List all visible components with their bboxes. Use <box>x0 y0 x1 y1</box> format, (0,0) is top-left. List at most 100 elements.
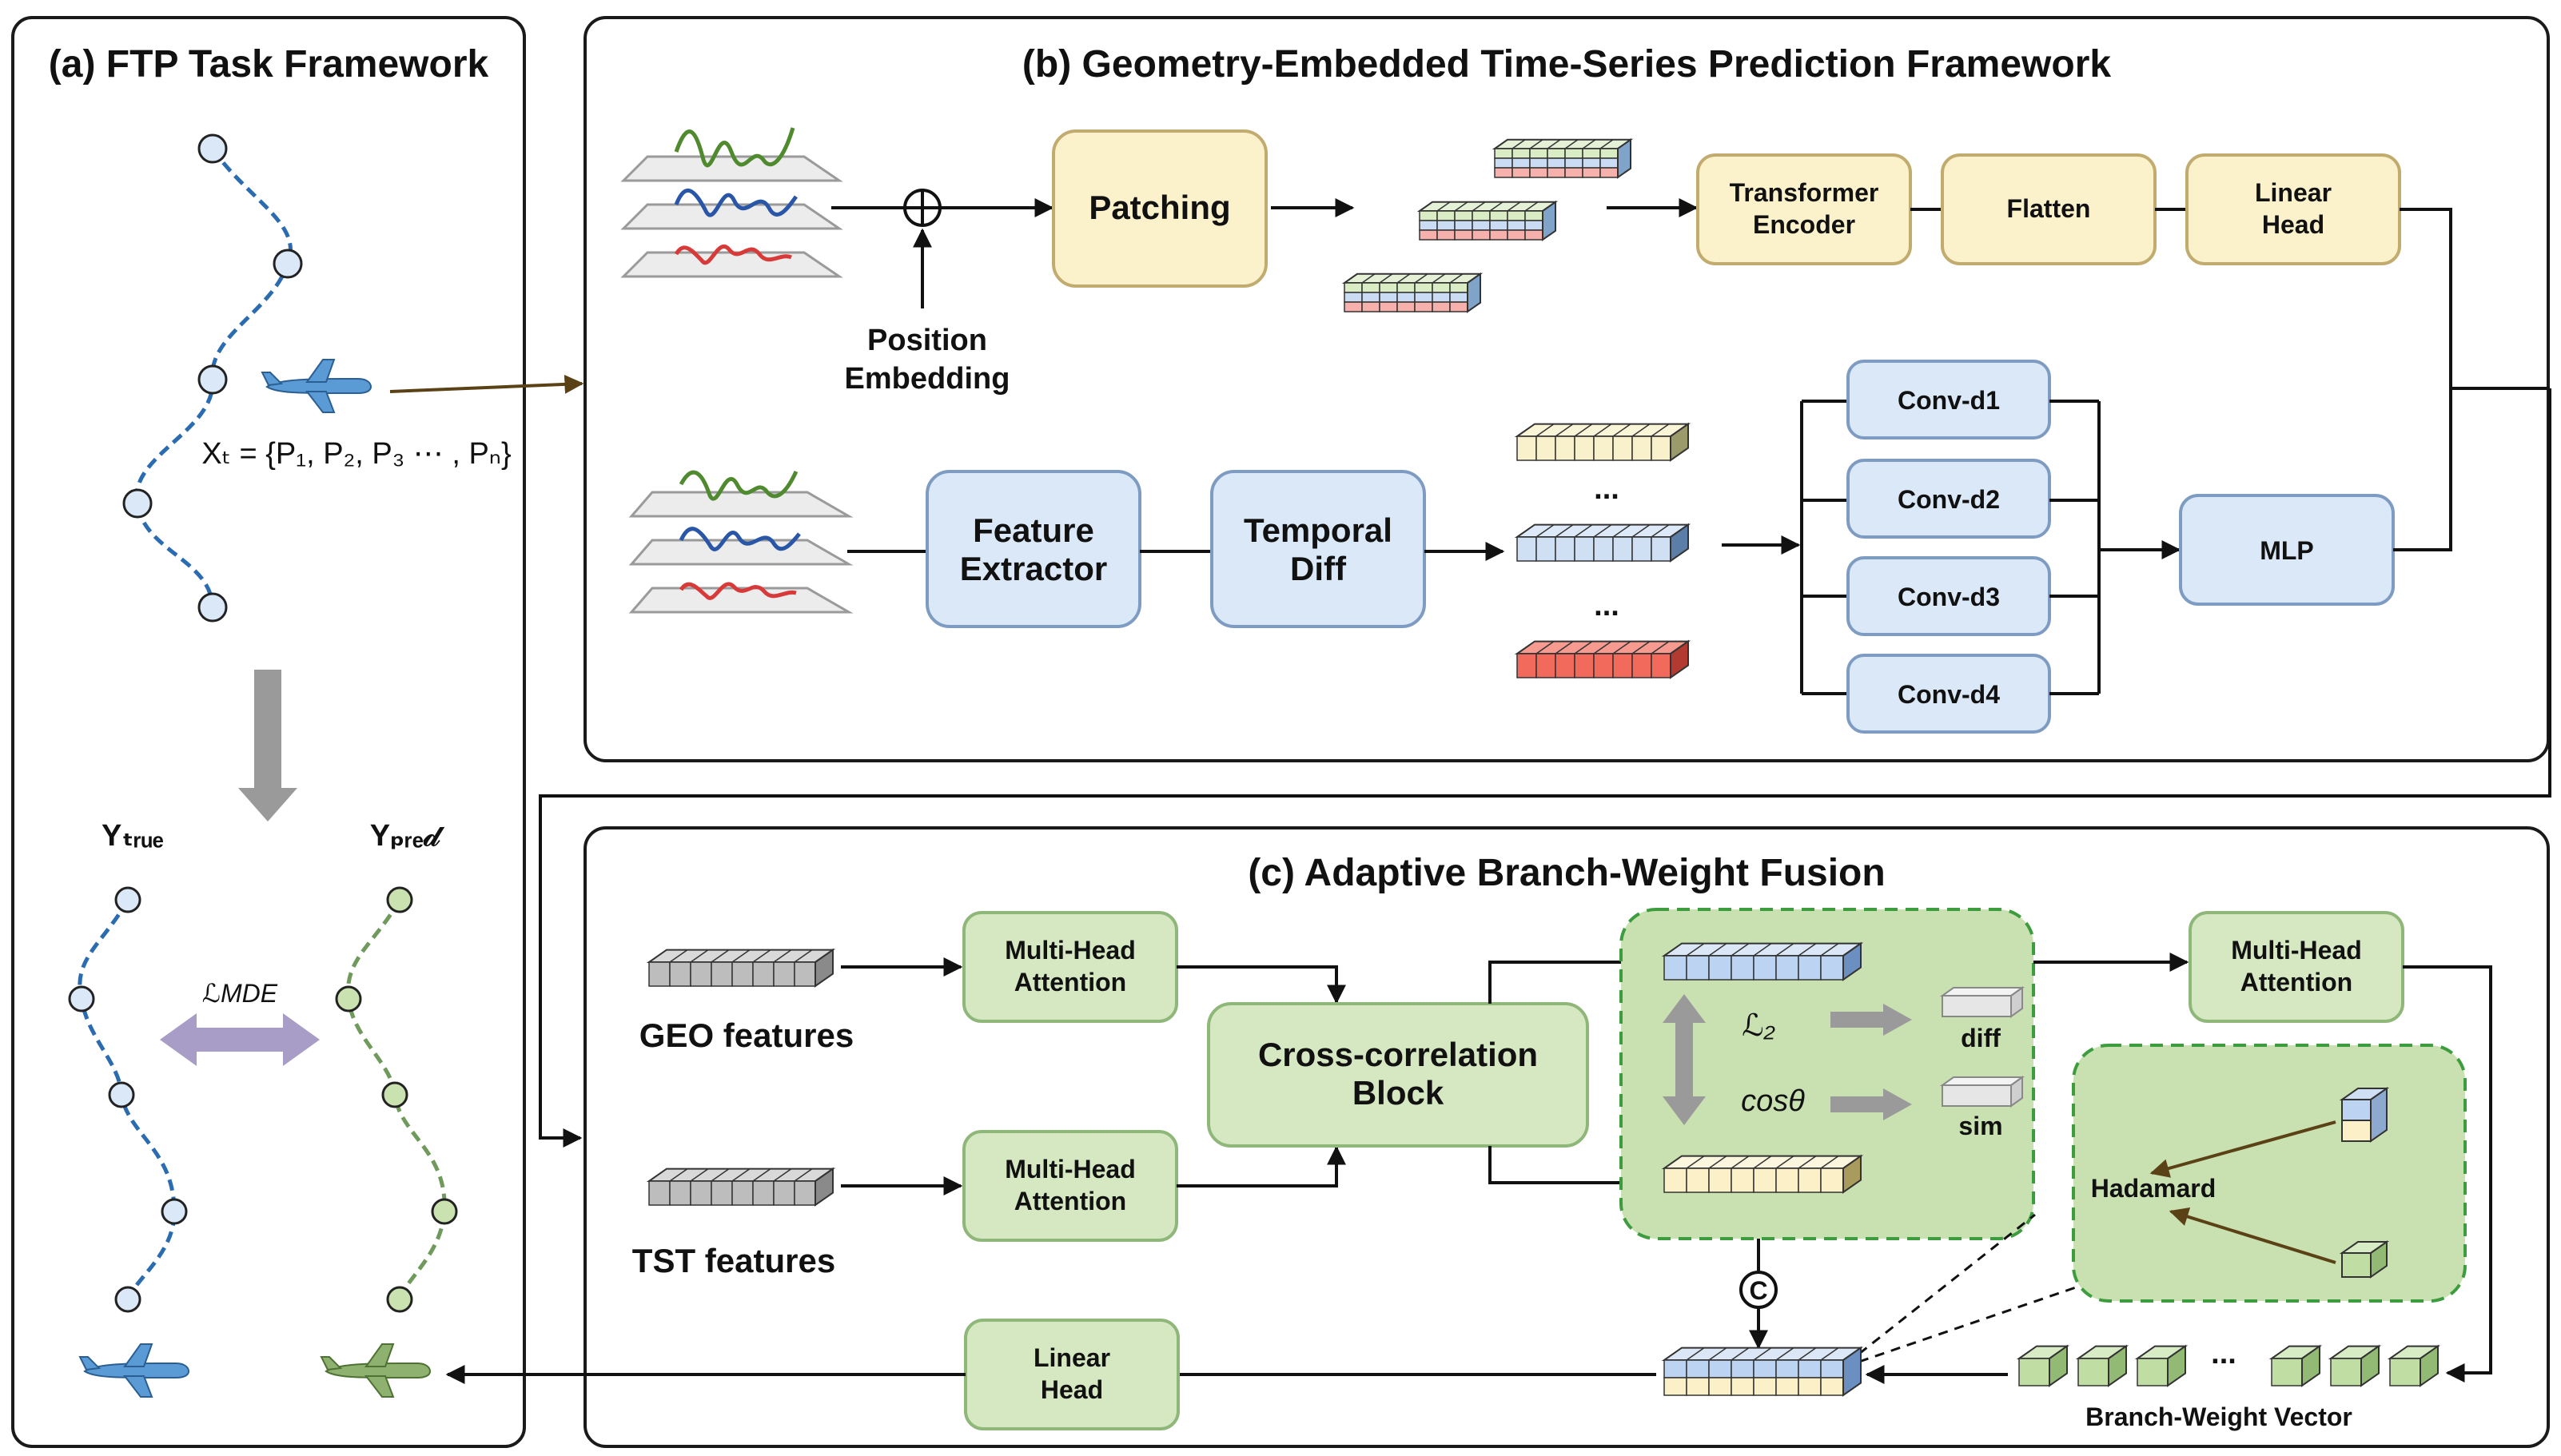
cc-to-lower-arrow <box>1488 1146 1663 1192</box>
sim-label: sim <box>1958 1112 2002 1140</box>
mha-fusion-label-2: Attention <box>2240 968 2352 997</box>
trajectory-point <box>273 249 303 279</box>
trajectory-point <box>68 985 95 1012</box>
linear-head-block-c <box>964 1319 1180 1430</box>
geo-features-label: GEO features <box>639 1016 854 1054</box>
cross-corr-label-2: Block <box>1352 1074 1444 1112</box>
position-embedding-label-2: Embedding <box>845 362 1010 396</box>
y-true-label: Yₜᵣᵤₑ <box>102 819 164 853</box>
sim-token-icon <box>1939 1076 2025 1108</box>
mha-geo-label-1: Multi-Head <box>1005 936 1136 965</box>
ellipsis-top: ... <box>1594 472 1619 506</box>
mha-geo-to-cc-arrow <box>1177 965 1346 1004</box>
mha-fusion-label-1: Multi-Head <box>2231 936 2362 965</box>
mha-tst-label-2: Attention <box>1014 1187 1126 1215</box>
panel-b-title: (b) Geometry-Embedded Time-Series Predic… <box>1022 43 2111 86</box>
input-flow-arrow <box>389 374 584 394</box>
weights-ellipsis: ... <box>2211 1337 2236 1370</box>
pred-trajectory <box>335 886 458 1313</box>
panel-a-title: (a) FTP Task Framework <box>49 43 489 86</box>
diff-label: diff <box>1961 1024 2001 1052</box>
linear-head-b-label-2: Head <box>2262 210 2324 239</box>
projection-line <box>1858 1285 2079 1363</box>
branch-weight-cube <box>2134 1344 2189 1387</box>
down-arrow-icon <box>238 670 297 821</box>
hadamard-region <box>2072 1044 2467 1303</box>
branch-weight-vector-label: Branch-Weight Vector <box>2085 1402 2352 1431</box>
trajectory-point <box>197 133 228 164</box>
mlp-label: MLP <box>2260 536 2314 565</box>
branch-weight-cube <box>2387 1344 2441 1387</box>
diff-bar-blue <box>1514 523 1691 563</box>
branch-weight-cube <box>2075 1344 2129 1387</box>
trajectory-point <box>114 1286 141 1313</box>
double-arrow-icon <box>160 1013 320 1066</box>
cos-label: cosθ <box>1741 1084 1805 1118</box>
trajectory-point <box>161 1198 188 1225</box>
y-pred-label: Yₚᵣₑ𝒹 <box>370 819 445 853</box>
ellipsis-bottom: ... <box>1594 589 1619 623</box>
diff-token-icon <box>1939 986 2025 1018</box>
linear-head-c-label-1: Linear <box>1034 1343 1110 1372</box>
linear-head-b-label-1: Linear <box>2255 178 2332 207</box>
time-series-stack-bottom <box>628 470 854 614</box>
fused-feature-bar <box>1661 1346 1864 1397</box>
diff-bar-green <box>1514 422 1691 462</box>
cc-to-upper-arrow <box>1488 953 1663 1004</box>
position-embedding-label-1: Position <box>867 324 987 357</box>
mha-tst-block <box>962 1130 1178 1242</box>
input-formula: Xₜ = {P₁, P₂, P₃ ⋯ , Pₙ} <box>201 437 511 471</box>
patch-tokens <box>1341 137 1634 313</box>
hadamard-cube-top-icon <box>2339 1087 2390 1143</box>
tst-features-label: TST features <box>632 1242 835 1279</box>
conv-d2-label: Conv-d2 <box>1898 485 2000 514</box>
patch-token <box>1416 200 1559 241</box>
hadamard-arrow-top <box>2149 1120 2336 1178</box>
true-trajectory <box>68 886 188 1313</box>
l2-label: ℒ₂ <box>1742 1009 1775 1043</box>
fused-bar <box>1661 1346 1864 1397</box>
branch-weight-cube <box>2268 1344 2323 1387</box>
linear-head-c-label-2: Head <box>1041 1375 1103 1404</box>
concat-symbol: C <box>1749 1276 1767 1305</box>
mlp-output-wire <box>2393 388 2452 551</box>
head-output-wire <box>2400 208 2550 390</box>
transformer-encoder-block <box>1696 153 1912 265</box>
feature-extractor-block <box>926 470 1141 628</box>
temporal-diff-label-1: Temporal <box>1244 511 1392 549</box>
time-series-stack-top <box>620 127 843 278</box>
cross-correlation-block <box>1207 1002 1589 1148</box>
branch-weight-cubes <box>2016 1344 2441 1387</box>
branch-weight-cube <box>2016 1344 2070 1387</box>
hadamard-arrow-bottom <box>2169 1207 2336 1264</box>
input-feature-bars <box>646 948 836 1207</box>
to-sim-arrow-icon <box>1830 1088 1912 1120</box>
mha-to-weights-arrow <box>2403 965 2492 1382</box>
patching-label: Patching <box>1089 189 1230 226</box>
patch-token <box>1492 137 1634 179</box>
hadamard-cube-bottom-icon <box>2339 1240 2390 1279</box>
feature-extractor-label-1: Feature <box>973 511 1094 549</box>
trajectory-point <box>197 364 228 395</box>
transformer-label-1: Transformer <box>1730 178 1879 207</box>
patch-token <box>1341 272 1484 313</box>
conv-d3-label: Conv-d3 <box>1898 583 2000 611</box>
mha-tst-label-1: Multi-Head <box>1005 1155 1136 1183</box>
loss-label: ℒMDE <box>202 979 278 1008</box>
trajectory-point <box>335 985 362 1012</box>
transformer-label-2: Encoder <box>1753 210 1855 239</box>
b-to-c-connector <box>539 388 2551 1148</box>
trajectory-point <box>386 886 413 913</box>
trajectory-point <box>386 1286 413 1313</box>
trajectory-point <box>431 1198 458 1225</box>
hadamard-label: Hadamard <box>2091 1174 2216 1203</box>
cross-corr-label-1: Cross-correlation <box>1258 1036 1538 1073</box>
tst-feature-bar <box>646 1167 836 1207</box>
trajectory-point <box>381 1081 408 1108</box>
tst-attended-bar <box>1661 1154 1864 1194</box>
mha-geo-label-2: Attention <box>1014 968 1126 997</box>
conv-d1-label: Conv-d1 <box>1898 386 2000 415</box>
feature-extractor-label-2: Extractor <box>960 550 1107 587</box>
flatten-label: Flatten <box>2007 194 2091 223</box>
